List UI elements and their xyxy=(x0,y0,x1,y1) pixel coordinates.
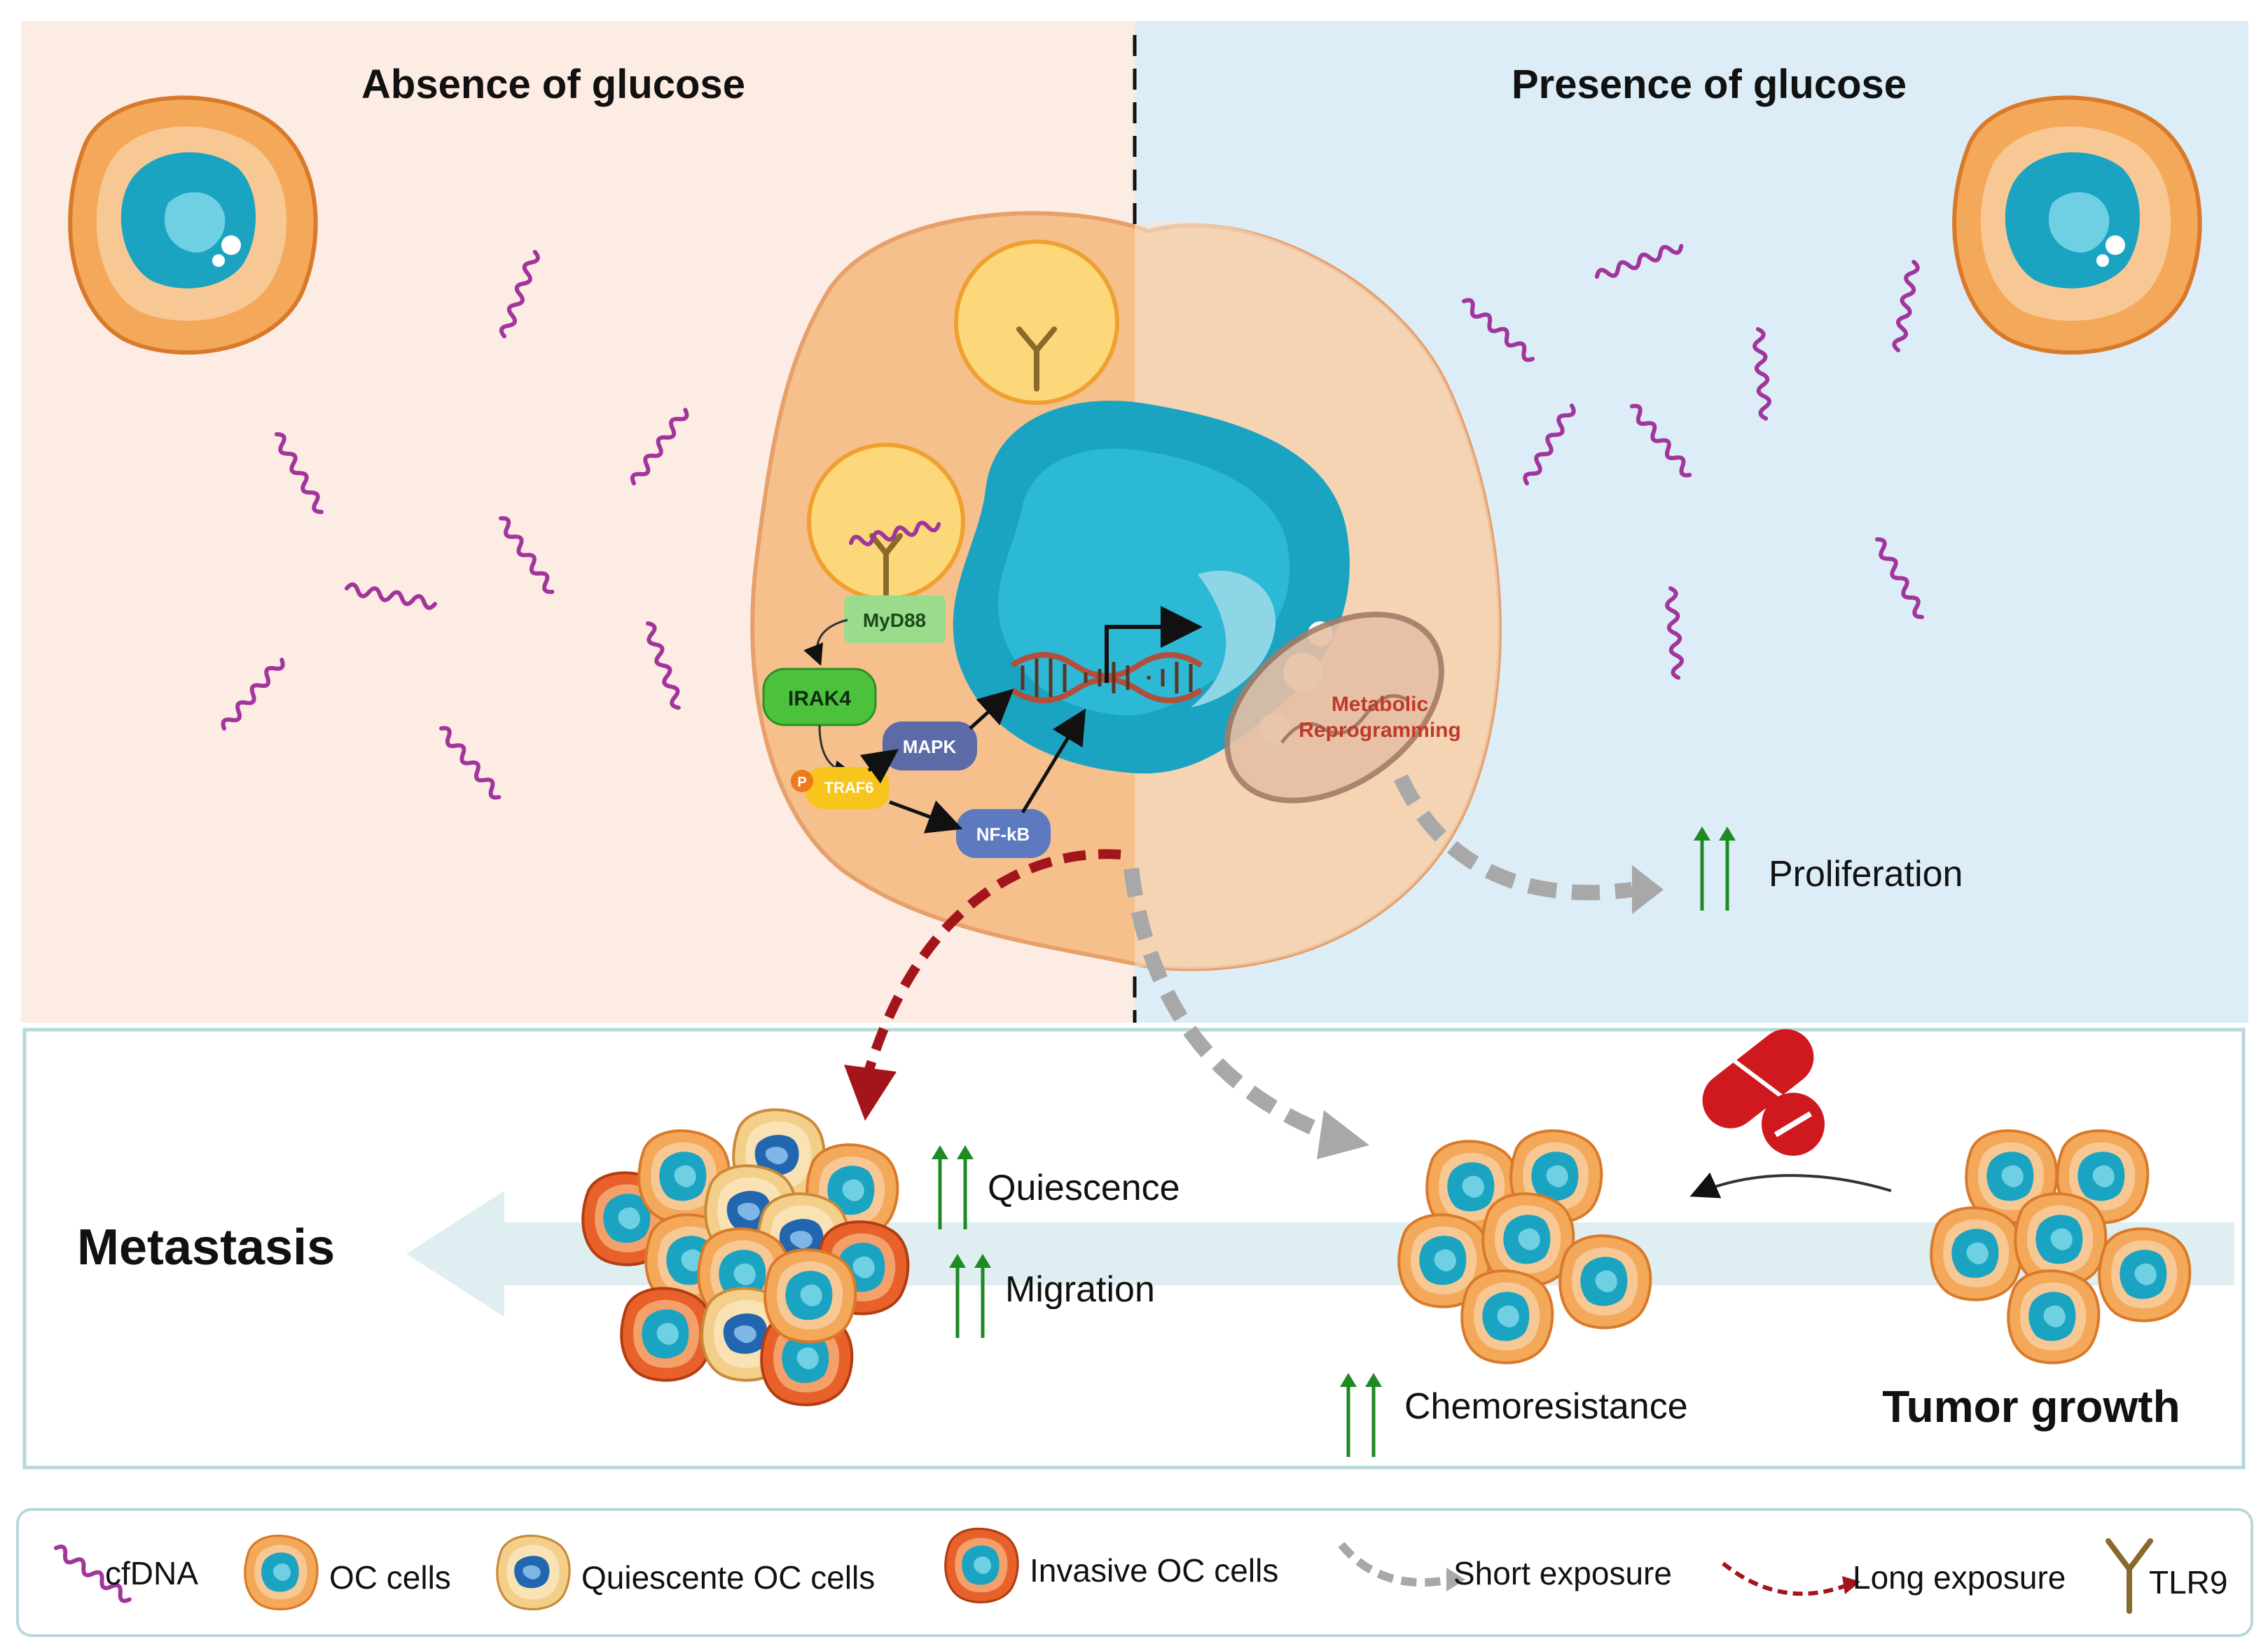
traf6-label: TRAF6 xyxy=(824,779,874,796)
drug-pill-icon xyxy=(1702,1029,1825,1156)
big-oc-cell-left xyxy=(70,97,315,352)
legend-short-exposure: Short exposure xyxy=(1453,1555,1672,1591)
invasive-cell-icon xyxy=(944,1527,1019,1604)
metabolic-label: Metabolic xyxy=(1332,693,1428,716)
migration-label: Migration xyxy=(1005,1269,1155,1310)
irak4-label: IRAK4 xyxy=(788,687,851,710)
treatment-arrow xyxy=(1689,1172,1892,1198)
legend-invasive: Invasive OC cells xyxy=(1030,1552,1278,1589)
nfkb-box xyxy=(956,809,1051,858)
chemoresistance-label: Chemoresistance xyxy=(1404,1386,1688,1427)
tlr9-icon xyxy=(2105,1538,2153,1614)
left-panel-title: Absence of glucose xyxy=(361,62,745,107)
phospho-icon xyxy=(791,770,813,792)
signalling-pathway: MyD88 IRAK4 TRAF6 P MAPK NF-kB xyxy=(762,595,1086,858)
tumor-growth-label: Tumor growth xyxy=(1882,1381,2180,1432)
short-exposure-arrow-proliferation xyxy=(1394,774,1633,901)
nfkb-label: NF-kB xyxy=(976,824,1030,845)
legend-box xyxy=(16,1508,2253,1637)
central-cell: Metabolic Reprogramming xyxy=(750,211,1502,972)
myd88-box xyxy=(844,595,946,643)
short-exposure-arrow-chemoresistance xyxy=(1123,867,1334,1142)
short-exposure-icon xyxy=(1338,1542,1451,1587)
legend: cfDNA OC cells Quiescente OC cells Invas… xyxy=(53,1527,2227,1614)
endosome-top xyxy=(954,240,1119,405)
mapk-box xyxy=(883,721,977,771)
myd88-label: MyD88 xyxy=(863,609,926,631)
metastasis-label: Metastasis xyxy=(77,1220,335,1276)
mapk-label: MAPK xyxy=(903,736,957,757)
mitochondrion xyxy=(1224,612,1444,803)
quiescence-label: Quiescence xyxy=(988,1168,1180,1208)
legend-quiescent: Quiescente OC cells xyxy=(581,1559,875,1596)
big-oc-cell-right xyxy=(1954,97,2199,352)
long-exposure-arrow xyxy=(864,849,1121,1074)
proliferation-label: Proliferation xyxy=(1769,854,1963,894)
legend-oc-cells: OC cells xyxy=(329,1559,451,1596)
legend-cfdna: cfDNA xyxy=(105,1555,198,1591)
oc-cell-icon xyxy=(244,1534,319,1611)
reprogramming-label: Reprogramming xyxy=(1299,719,1461,742)
phospho-label: P xyxy=(797,775,806,790)
legend-tlr9: TLR9 xyxy=(2149,1564,2227,1601)
quiescent-cell-icon xyxy=(496,1534,571,1611)
legend-long-exposure: Long exposure xyxy=(1853,1559,2066,1596)
tlr9-receptor-icon xyxy=(1016,326,1057,392)
right-panel-title: Presence of glucose xyxy=(1512,62,1907,107)
long-exposure-icon xyxy=(1722,1561,1851,1596)
